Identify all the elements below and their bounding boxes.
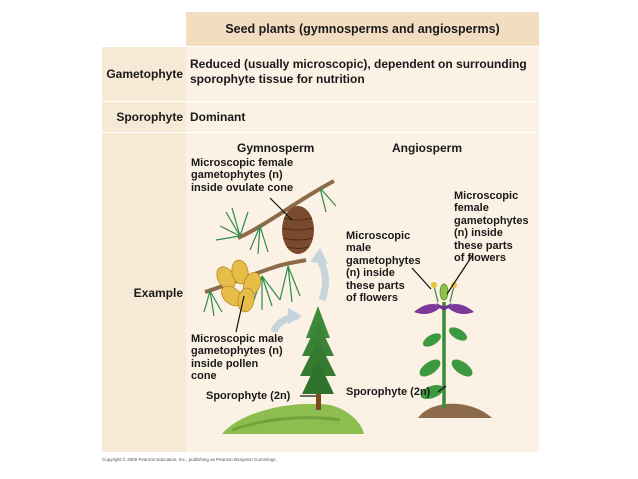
- gymnosperm-title: Gymnosperm: [237, 141, 315, 155]
- conifer-tree: [300, 306, 336, 410]
- table-header: Seed plants (gymnosperms and angiosperms…: [186, 12, 539, 46]
- pine-branch: [203, 179, 337, 317]
- gymno-male-label: Microscopic male gametophytes (n) inside…: [191, 333, 284, 383]
- header-corner: [102, 12, 186, 46]
- row-body-sporophyte: Dominant: [186, 102, 539, 132]
- angio-male-label: Microscopic male gametophytes (n) inside…: [346, 230, 421, 305]
- row-label-gametophyte: Gametophyte: [102, 47, 186, 101]
- lifecycle-arrow-upper: [315, 255, 329, 302]
- angio-female-label: Microscopic female gametophytes (n) insi…: [454, 190, 529, 265]
- sporophyte-value: Dominant: [190, 110, 246, 124]
- leader-angio-female: [446, 255, 473, 295]
- flowering-plant: [419, 302, 473, 408]
- leader-gymno-female: [269, 197, 293, 221]
- flower: [414, 282, 474, 314]
- gymno-sporophyte-label: Sporophyte (2n): [206, 390, 291, 402]
- copyright-notice: Copyright © 2008 Pearson Education, Inc.…: [102, 457, 277, 462]
- row-label-example: Example: [102, 133, 186, 452]
- leader-angio-sporophyte: [437, 385, 447, 393]
- soil-mound: [418, 403, 492, 418]
- leader-gymno-male: [235, 295, 245, 333]
- row-label-sporophyte: Sporophyte: [102, 102, 186, 132]
- gymno-female-label: Microscopic female gametophytes (n) insi…: [191, 157, 294, 194]
- gametophyte-line-1: Reduced (usually microscopic), dependent…: [190, 57, 527, 71]
- row-body-gametophyte: Reduced (usually microscopic), dependent…: [186, 47, 539, 101]
- angio-sporophyte-label: Sporophyte (2n): [346, 386, 431, 398]
- angiosperm-title: Angiosperm: [392, 141, 463, 155]
- gametophyte-line-2: sporophyte tissue for nutrition: [190, 72, 365, 86]
- ovulate-cone: [282, 206, 314, 254]
- leader-angio-male: [411, 267, 432, 290]
